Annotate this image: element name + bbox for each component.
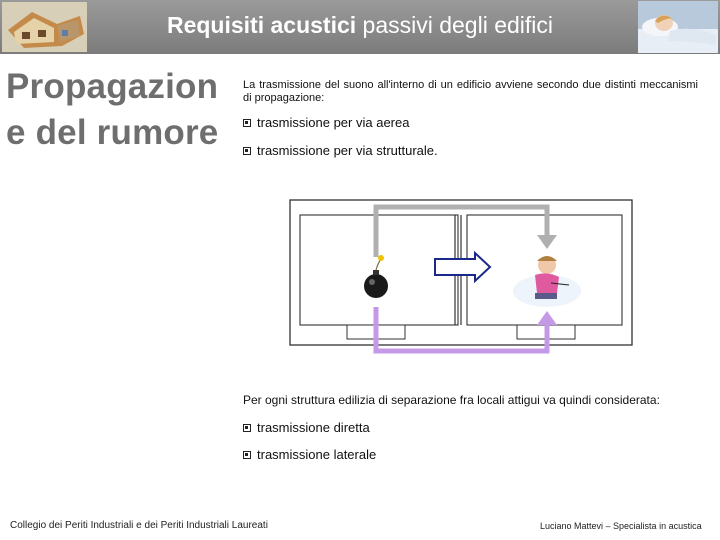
house-thumbnail <box>2 2 87 52</box>
building-outline <box>289 199 633 346</box>
intro-text: La trasmissione del suono all'interno di… <box>243 79 698 104</box>
title-bold: Requisiti acustici <box>166 12 357 38</box>
seated-person-icon <box>513 256 581 307</box>
checkbox-bullet-icon <box>243 450 251 459</box>
transmission-label: trasmissione diretta <box>257 420 370 435</box>
checkbox-bullet-icon <box>243 146 251 155</box>
airborne-path <box>373 204 550 257</box>
mechanism-item-airborne: trasmissione per via aerea <box>243 115 409 130</box>
outro-text: Per ogni struttura edilizia di separazio… <box>243 393 660 407</box>
transmission-item-lateral: trasmissione laterale <box>243 447 376 462</box>
transmission-item-direct: trasmissione diretta <box>243 420 370 435</box>
checkbox-bullet-icon <box>243 118 251 127</box>
mechanism-label: trasmissione per via strutturale. <box>257 143 438 158</box>
side-title: Propagazion e del rumore <box>6 64 231 156</box>
footer-organization: Collegio dei Periti Industriali e dei Pe… <box>10 520 268 531</box>
transmission-diagram <box>289 199 633 354</box>
sleeping-person-thumbnail <box>638 1 718 53</box>
airborne-arrowhead <box>537 235 557 249</box>
footer-author: Luciano Mattevi – Specialista in acustic… <box>540 521 702 531</box>
mechanism-label: trasmissione per via aerea <box>257 115 410 130</box>
checkbox-bullet-icon <box>243 423 251 432</box>
title-rest: passivi degli edifici <box>362 12 554 38</box>
structural-arrowhead <box>537 311 557 325</box>
slide-title: Requisiti acustici passivi degli edifici <box>0 12 720 39</box>
bomb-icon <box>364 255 388 298</box>
side-title-line1: Propagazion <box>6 67 219 106</box>
mechanism-item-structural: trasmissione per via strutturale. <box>243 143 438 158</box>
structural-path <box>373 307 550 354</box>
slide-header: Requisiti acustici passivi degli edifici <box>0 0 720 54</box>
transmission-label: trasmissione laterale <box>257 447 377 462</box>
direct-arrow-icon <box>434 250 492 284</box>
side-title-line2: e del rumore <box>6 113 219 152</box>
